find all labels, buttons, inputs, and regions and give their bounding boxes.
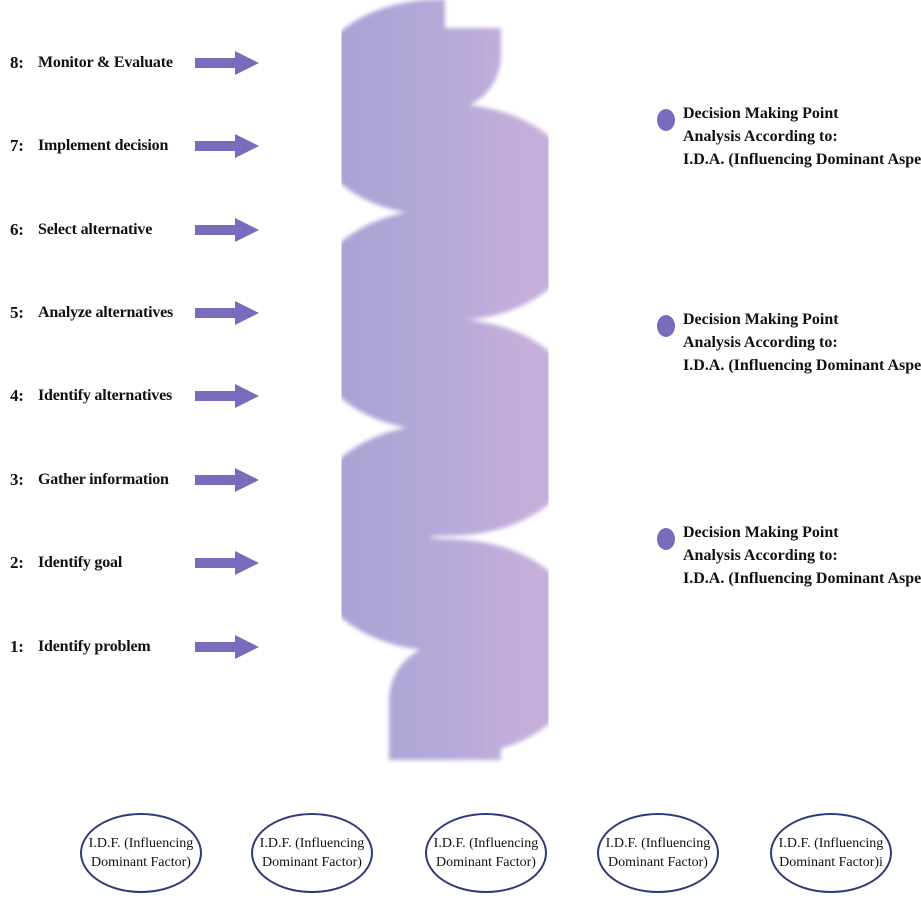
idf-line-2: Dominant Factor) [608, 855, 708, 870]
idf-ellipse-5: I.D.F. (Influencing Dominant Factor)i [770, 813, 892, 893]
step-number: 4: [10, 386, 24, 405]
bullet-dot-icon [657, 109, 675, 131]
decision-point-title: Decision Making Point [683, 105, 839, 122]
bullet-dot-icon [657, 315, 675, 337]
decision-point-aspect: I.D.A. (Influencing Dominant Aspect) [683, 357, 921, 374]
step-label: Identify problem [38, 638, 151, 655]
decision-point-1: Decision Making Point Analysis According… [657, 102, 921, 171]
step-8: 8: Monitor & Evaluate [10, 48, 173, 78]
idf-ellipse-1: I.D.F. (Influencing Dominant Factor) [80, 813, 202, 893]
right-arrow-icon [195, 301, 259, 325]
decision-point-subtitle: Analysis According to: [683, 547, 838, 564]
step-5: 5: Analyze alternatives [10, 298, 173, 328]
decision-point-title: Decision Making Point [683, 311, 839, 328]
step-label: Monitor & Evaluate [38, 54, 173, 71]
bullet-dot-icon [657, 528, 675, 550]
idf-line-1: I.D.F. (Influencing [88, 836, 194, 851]
step-label: Select alternative [38, 221, 153, 238]
step-2: 2: Identify goal [10, 548, 122, 578]
idf-line-1: I.D.F. (Influencing [259, 836, 365, 851]
idf-line-1: I.D.F. (Influencing [433, 836, 539, 851]
step-3: 3: Gather information [10, 465, 169, 495]
idf-line-2: Dominant Factor)i [779, 855, 883, 870]
step-7: 7: Implement decision [10, 131, 168, 161]
right-arrow-icon [195, 468, 259, 492]
right-arrow-icon [195, 384, 259, 408]
idf-line-2: Dominant Factor) [262, 855, 362, 870]
step-label: Identify goal [38, 554, 123, 571]
step-number: 5: [10, 303, 24, 322]
idf-line-2: Dominant Factor) [91, 855, 191, 870]
spiral-path [302, 0, 588, 760]
decision-point-aspect: I.D.A. (Influencing Dominant Aspect) [683, 151, 921, 168]
idf-ellipse-3: I.D.F. (Influencing Dominant Factor) [425, 813, 547, 893]
idf-ellipse-4: I.D.F. (Influencing Dominant Factor) [597, 813, 719, 893]
step-6: 6: Select alternative [10, 215, 152, 245]
right-arrow-icon [195, 134, 259, 158]
step-label: Analyze alternatives [38, 304, 174, 321]
idf-line-1: I.D.F. (Influencing [605, 836, 711, 851]
decision-point-subtitle: Analysis According to: [683, 334, 838, 351]
right-arrow-icon [195, 218, 259, 242]
step-number: 1: [10, 637, 24, 656]
step-number: 3: [10, 470, 24, 489]
idf-line-2: Dominant Factor) [436, 855, 536, 870]
step-number: 2: [10, 553, 24, 572]
step-label: Implement decision [38, 137, 169, 154]
step-number: 8: [10, 53, 24, 72]
idf-line-1: I.D.F. (Influencing [778, 836, 884, 851]
step-label: Gather information [38, 471, 169, 488]
decision-point-2: Decision Making Point Analysis According… [657, 308, 921, 377]
step-label: Identify alternatives [38, 387, 173, 404]
decision-point-3: Decision Making Point Analysis According… [657, 521, 921, 590]
step-1: 1: Identify problem [10, 632, 151, 662]
right-arrow-icon [195, 51, 259, 75]
step-4: 4: Identify alternatives [10, 381, 172, 411]
step-number: 7: [10, 136, 24, 155]
decision-point-aspect: I.D.A. (Influencing Dominant Aspect) [683, 570, 921, 587]
step-number: 6: [10, 220, 24, 239]
right-arrow-icon [195, 635, 259, 659]
decision-point-title: Decision Making Point [683, 524, 839, 541]
right-arrow-icon [195, 551, 259, 575]
decision-point-subtitle: Analysis According to: [683, 128, 838, 145]
idf-ellipse-2: I.D.F. (Influencing Dominant Factor) [251, 813, 373, 893]
